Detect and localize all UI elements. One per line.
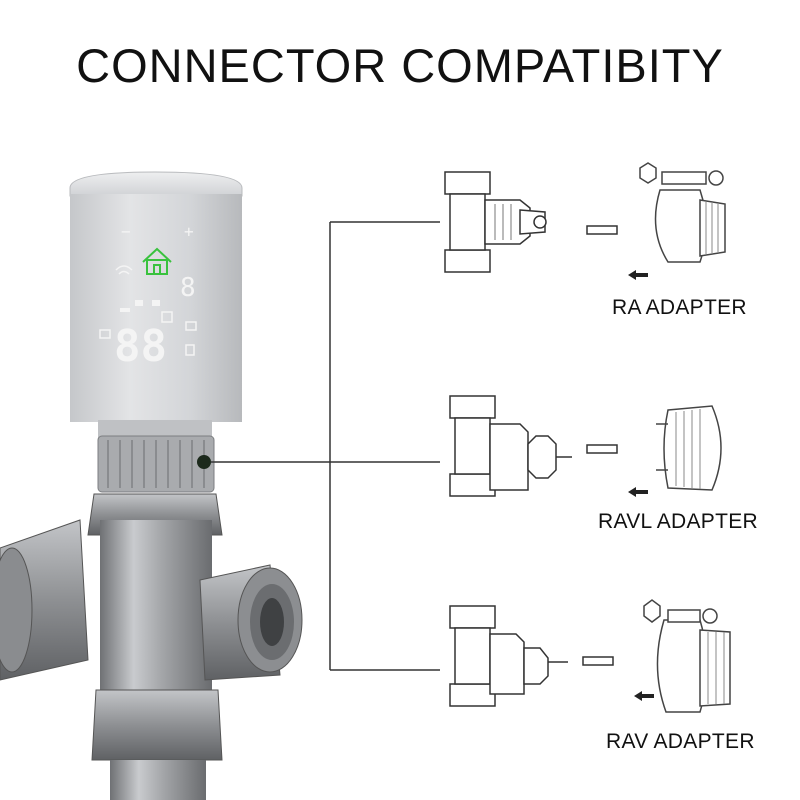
rav-valve-drawing — [449, 605, 568, 707]
ra-valve-drawing — [444, 171, 547, 273]
ravl-valve-drawing — [449, 395, 572, 497]
small-digit: 8 — [180, 273, 196, 303]
valve-body — [0, 493, 303, 800]
temperature-readout: 88 — [114, 321, 167, 372]
rav-pin — [582, 656, 614, 666]
rav-adapter-label: RAV ADAPTER — [606, 730, 755, 753]
thermostat-device — [69, 171, 243, 493]
connector-dot — [197, 455, 211, 469]
rav-adapter-drawing — [643, 599, 731, 713]
plus-icon: + — [184, 222, 194, 241]
ra-adapter-drawing — [639, 162, 726, 263]
arrow-left-icon — [628, 270, 648, 280]
minus-icon: − — [121, 222, 131, 241]
home-icon — [142, 247, 172, 275]
page-title: CONNECTOR COMPATIBITY — [76, 39, 724, 92]
ravl-pin — [586, 444, 618, 454]
display: − + 8 88 — [99, 222, 197, 372]
ra-pin — [586, 225, 618, 235]
wifi-icon — [115, 265, 133, 275]
ravl-adapter-label: RAVL ADAPTER — [598, 510, 758, 533]
arrow-left-icon — [634, 691, 654, 701]
ravl-adapter-drawing — [656, 405, 722, 491]
connector-lines — [211, 221, 440, 671]
arrow-left-icon — [628, 487, 648, 497]
ra-adapter-label: RA ADAPTER — [612, 296, 747, 319]
